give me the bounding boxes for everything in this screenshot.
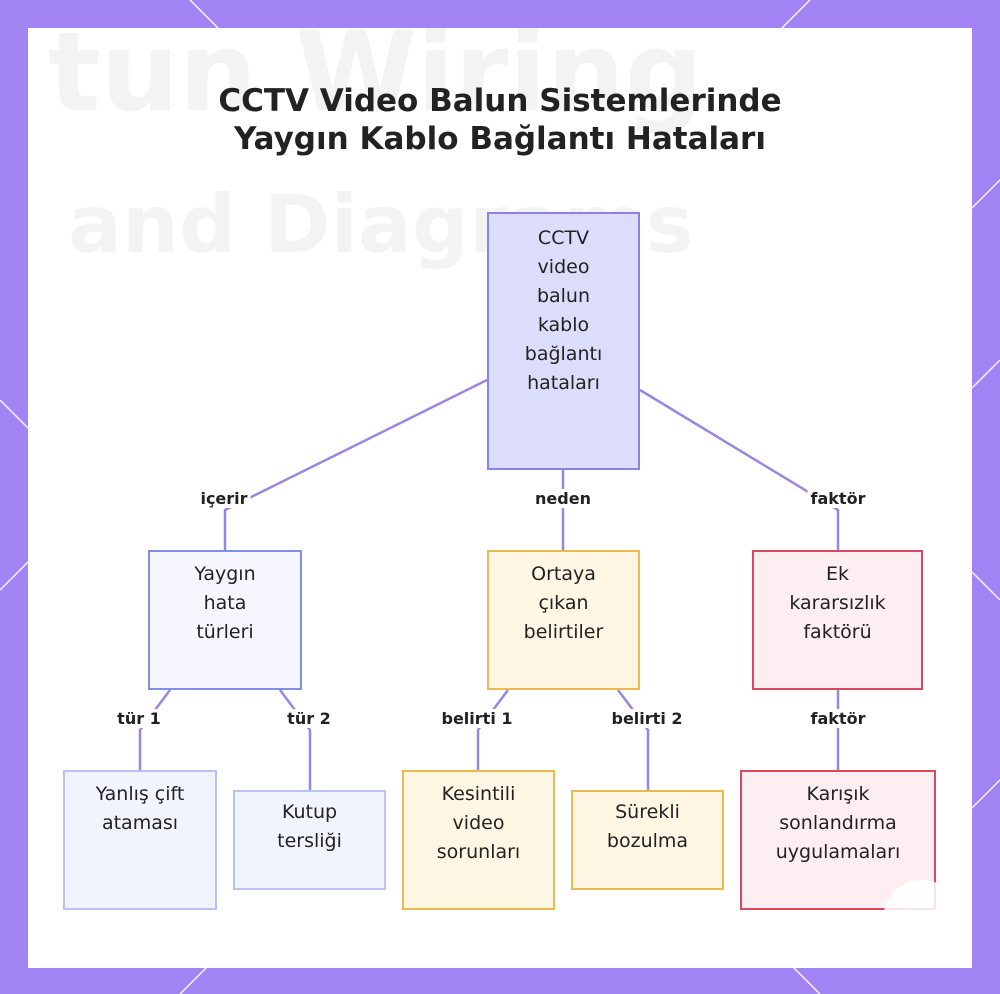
title-line-2: Yaygın Kablo Bağlantı Hataları — [234, 121, 766, 157]
root-node: CCTV video balun kablo bağlantı hataları — [487, 212, 640, 470]
instability-factor-label: Ek kararsızlık faktörü — [789, 563, 886, 643]
intermittent-video-node: Kesintili video sorunları — [402, 770, 555, 910]
continuous-distortion-node: Sürekli bozulma — [571, 790, 724, 890]
connector-symptoms-distortion — [617, 689, 650, 790]
connector-types-polarity — [279, 689, 312, 790]
edge-label-type1: tür 1 — [114, 709, 164, 728]
edge-label-includes: içerir — [197, 489, 251, 508]
polarity-label: Kutup tersliği — [277, 801, 342, 852]
connector-symptoms-intermittent — [476, 689, 509, 770]
edge-label-factor-2: faktör — [807, 709, 869, 728]
edge-label-cause: neden — [532, 489, 594, 508]
symptoms-node: Ortaya çıkan belirtiler — [487, 550, 640, 690]
error-types-node: Yaygın hata türleri — [148, 550, 302, 690]
edge-label-symptom1: belirti 1 — [438, 709, 516, 728]
intermittent-video-label: Kesintili video sorunları — [436, 783, 521, 863]
watermark-logo — [883, 880, 961, 958]
edge-label-symptom2: belirti 2 — [608, 709, 686, 728]
wrong-pair-node: Yanlış çift ataması — [63, 770, 217, 910]
diagram-title: CCTV Video Balun Sistemlerinde Yaygın Ka… — [0, 82, 1000, 158]
connector-root-factor — [639, 388, 840, 550]
connector-types-wrong-pair — [138, 689, 171, 770]
instability-factor-node: Ek kararsızlık faktörü — [752, 550, 923, 690]
edge-label-factor: faktör — [807, 489, 869, 508]
title-line-1: CCTV Video Balun Sistemlerinde — [218, 83, 782, 119]
continuous-distortion-label: Sürekli bozulma — [606, 801, 689, 852]
error-types-label: Yaygın hata türleri — [194, 563, 256, 643]
symptoms-label: Ortaya çıkan belirtiler — [523, 563, 604, 643]
connector-root-types — [223, 378, 488, 550]
background-ghost-graphic: tun Wiring — [48, 28, 704, 136]
mixed-termination-label: Karışık sonlandırma uygulamaları — [775, 783, 901, 863]
wrong-pair-label: Yanlış çift ataması — [95, 783, 185, 834]
edge-label-type2: tür 2 — [284, 709, 334, 728]
root-node-label: CCTV video balun kablo bağlantı hataları — [524, 227, 603, 394]
mixed-termination-node: Karışık sonlandırma uygulamaları — [740, 770, 936, 910]
polarity-node: Kutup tersliği — [233, 790, 386, 890]
